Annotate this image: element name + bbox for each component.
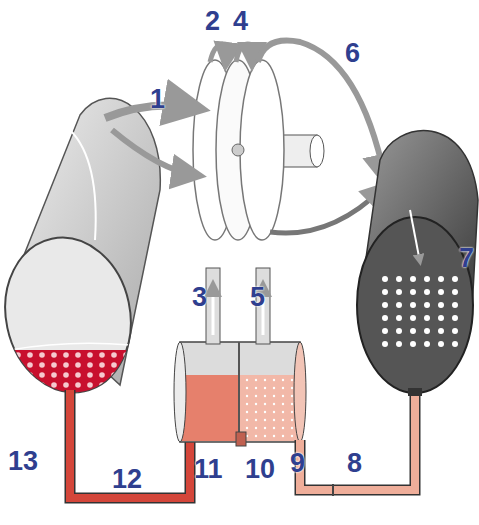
- callout-number: 12: [112, 466, 142, 493]
- callout-number: 6: [345, 40, 360, 67]
- callout-number: 10: [245, 456, 275, 483]
- callout-number: 3: [192, 284, 207, 311]
- callout-number: 5: [250, 284, 265, 311]
- callout-number: 8: [347, 450, 362, 477]
- callout-number: 11: [194, 456, 223, 483]
- callout-number: 13: [8, 448, 38, 475]
- callout-number: 9: [290, 450, 305, 477]
- callout-number: 2: [205, 8, 220, 35]
- callout-number: 7: [459, 245, 474, 272]
- callout-number: 4: [233, 8, 248, 35]
- callout-number: 1: [150, 86, 165, 113]
